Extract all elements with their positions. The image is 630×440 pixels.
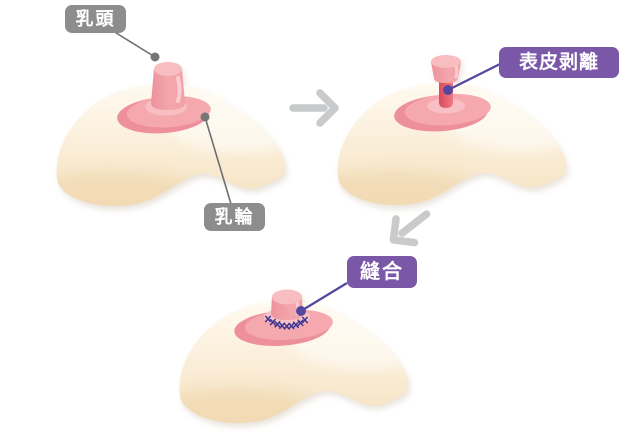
callout-nipple: 乳頭 [65,5,126,33]
callout-areola: 乳輪 [204,203,265,231]
breast-stage-2-illustration [337,55,567,206]
leader-line-suture [296,282,348,316]
leader-line-nipple [112,30,160,62]
breast-stage-1-illustration [56,62,286,207]
leader-line-areola [200,112,232,205]
nipple [151,62,185,110]
callout-suture: 縫合 [347,256,417,288]
breast-stage-3-illustration [179,289,409,424]
arrow-down-left-icon [389,210,431,247]
nipple-cap [431,55,461,83]
callout-epidermis-peel: 表皮剥離 [499,47,619,78]
arrow-right-icon [289,89,339,127]
leader-line-peel [443,62,503,95]
